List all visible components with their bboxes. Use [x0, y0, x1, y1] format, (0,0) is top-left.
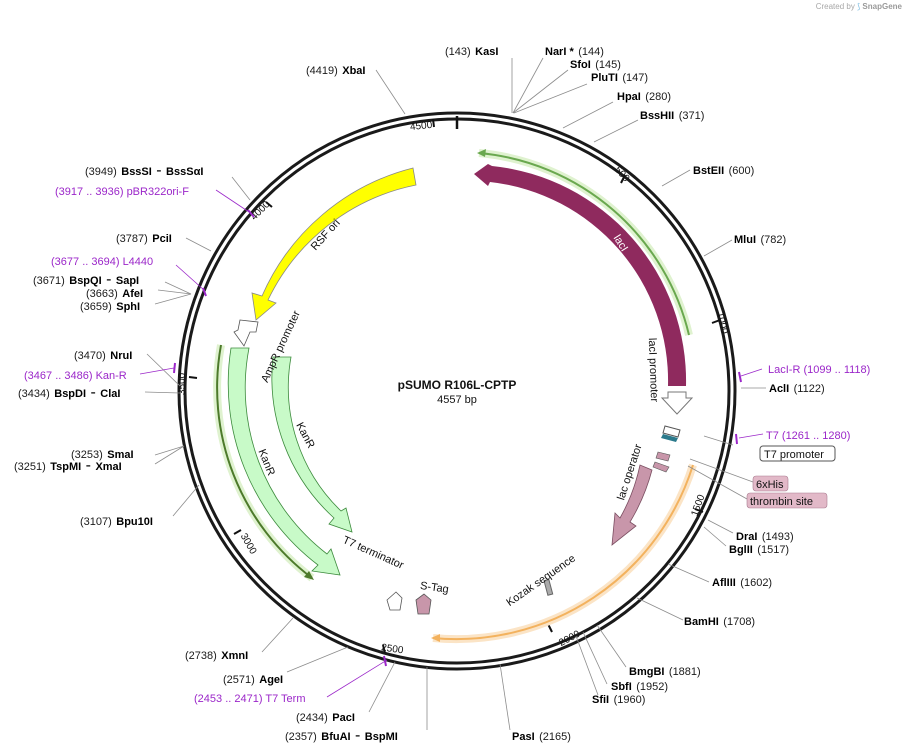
site-bspDI[interactable]: (3434) BspDI - ClaI [18, 384, 120, 401]
site-narI[interactable]: NarI * (144) [545, 42, 604, 59]
site-hpaI[interactable]: HpaI (280) [617, 87, 671, 104]
site-sbfI[interactable]: SbfI (1952) [611, 677, 668, 694]
site-draI[interactable]: DraI (1493) [736, 527, 794, 544]
primer-arcs [213, 149, 697, 644]
s-tag-label: S-Tag [419, 580, 449, 596]
tick-3500: 3500 [177, 372, 188, 395]
feature-kozak: Kozak sequence [504, 553, 578, 609]
primer-l4440[interactable]: (3677 .. 3694) L4440 [51, 256, 153, 268]
credit-prefix: Created by [815, 2, 855, 11]
site-sfoI[interactable]: SfoI (145) [570, 55, 621, 72]
thrombin-box[interactable] [746, 492, 828, 509]
primer-labels: LacI-R (1099 .. 1118) T7 (1261 .. 1280) … [24, 186, 870, 705]
tick-1000: 1000 [714, 311, 729, 335]
feature-sumo[interactable]: SUMO [611, 464, 662, 546]
primer-lacI-r[interactable]: LacI-R (1099 .. 1118) [768, 364, 870, 376]
site-xmnI[interactable]: (2738) XmnI [185, 646, 248, 663]
site-nruI[interactable]: (3470) NruI [74, 346, 132, 363]
tick-2500: 2500 [380, 642, 404, 656]
site-bstEII[interactable]: BstEII (600) [693, 161, 754, 178]
site-ageI[interactable]: (2571) AgeI [223, 670, 283, 687]
feature-lacI-promoter[interactable]: lacI promoter [646, 338, 694, 415]
snapgene-logo-icon: ⟆ [857, 2, 861, 11]
site-aclI[interactable]: AclI (1122) [769, 379, 825, 396]
lacI-promoter-label: lacI promoter [646, 338, 660, 403]
primer-pbr322ori-f[interactable]: (3917 .. 3936) pBR322ori-F [55, 186, 189, 198]
tick-4500: 4500 [410, 120, 434, 133]
t7-promoter-box[interactable] [759, 445, 836, 462]
site-bssSI[interactable]: (3949) BssSI - BssSαI [85, 162, 203, 179]
site-pluTI[interactable]: PluTI (147) [591, 68, 648, 85]
site-pacI[interactable]: (2434) PacI [296, 708, 355, 725]
site-afeI[interactable]: (3663) AfeI [86, 284, 143, 301]
primer-kan-r[interactable]: (3467 .. 3486) Kan-R [24, 370, 127, 382]
site-kasI[interactable]: (143) KasI [445, 42, 498, 59]
site-sfiI[interactable]: SfiI (1960) [592, 690, 645, 707]
site-sphI[interactable]: (3659) SphI [80, 297, 140, 314]
site-bglII[interactable]: BglII (1517) [729, 540, 789, 557]
snapgene-credit: Created by ⟆ SnapGene [816, 2, 902, 11]
t7-promoter-label: T7 promoter [764, 449, 824, 461]
credit-brand: SnapGene [862, 2, 902, 11]
primer-t7[interactable]: T7 (1261 .. 1280) [766, 430, 850, 442]
site-aflIII[interactable]: AflIII (1602) [712, 573, 772, 590]
backbone [177, 111, 737, 671]
kozak-label: Kozak sequence [504, 553, 578, 609]
his-tag-label: 6xHis [756, 479, 784, 491]
site-labels: (143) KasI NarI * (144) SfoI (145) PluTI… [14, 42, 825, 744]
thrombin-label: thrombin site [750, 496, 813, 508]
site-pasI[interactable]: PasI (2165) [512, 727, 571, 744]
primer-t7-term[interactable]: (2453 .. 2471) T7 Term [194, 693, 306, 705]
plasmid-size: 4557 bp [437, 394, 477, 406]
site-bspQI[interactable]: (3671) BspQI - SapI [33, 271, 139, 288]
site-mluI[interactable]: MluI (782) [734, 230, 786, 247]
feature-rsf-ori[interactable]: RSF ori [251, 167, 417, 321]
site-bfuAI[interactable]: (2357) BfuAI - BspMI [285, 727, 398, 744]
his-tag-box[interactable] [752, 475, 789, 492]
t7-terminator-label: T7 terminator [341, 534, 406, 572]
tick-3000: 3000 [238, 532, 259, 557]
feature-s-tag: S-Tag [415, 580, 449, 615]
site-tspMI[interactable]: (3251) TspMI - XmaI [14, 457, 122, 474]
plasmid-name: pSUMO R106L-CPTP [398, 378, 517, 392]
feature-t7-terminator: T7 terminator [341, 534, 406, 611]
site-bmgBI[interactable]: BmgBI (1881) [629, 662, 701, 679]
feature-kanR-inner[interactable]: KanR [271, 356, 353, 533]
site-bpu10I[interactable]: (3107) Bpu10I [80, 512, 153, 529]
feature-t7-promoter-mark [661, 425, 681, 442]
feature-his-thrombin-marks [652, 451, 671, 473]
site-bssHII[interactable]: BssHII (371) [640, 106, 704, 123]
site-bamHI[interactable]: BamHI (1708) [684, 612, 755, 629]
site-pciI[interactable]: (3787) PciI [116, 229, 172, 246]
primer-leaders [139, 189, 764, 698]
site-xbaI[interactable]: (4419) XbaI [306, 61, 365, 78]
feature-boxes: T7 promoter 6xHis thrombin site [746, 445, 836, 509]
site-leaders [144, 57, 766, 731]
site-smaI[interactable]: (3253) SmaI [71, 445, 134, 462]
